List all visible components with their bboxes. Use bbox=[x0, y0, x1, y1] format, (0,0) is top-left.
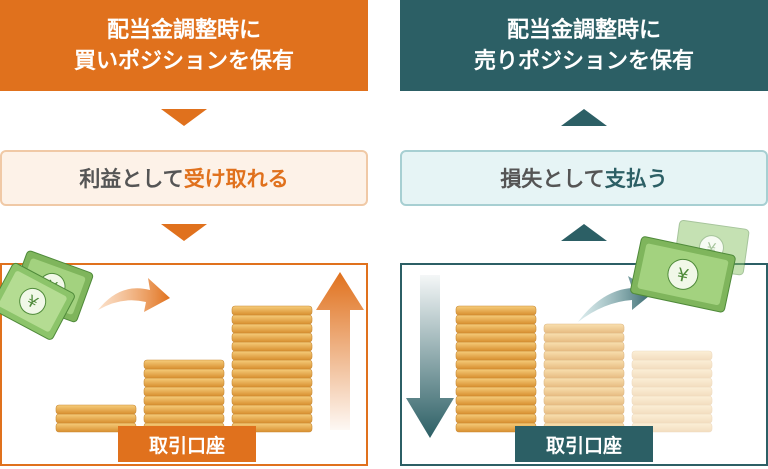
down-triangle-icon bbox=[161, 224, 207, 241]
coin-stack-icon bbox=[231, 305, 313, 433]
loss-highlight: 支払う bbox=[604, 167, 668, 191]
yen-banknote-icon: ¥ bbox=[630, 236, 736, 313]
sell-account-box bbox=[400, 263, 768, 466]
loss-result-banner: 損失として支払う bbox=[400, 150, 768, 206]
curved-arrow-icon bbox=[98, 278, 170, 312]
buy-position-header: 配当金調整時に 買いポジションを保有 bbox=[0, 0, 368, 91]
sell-header-line1: 配当金調整時に bbox=[506, 17, 661, 43]
coin-stack-icon bbox=[143, 359, 225, 433]
profit-highlight: 受け取れる bbox=[183, 167, 289, 191]
up-triangle-icon bbox=[561, 224, 607, 241]
loss-prefix: 損失として bbox=[500, 167, 605, 191]
svg-text:¥: ¥ bbox=[675, 264, 691, 287]
sell-header-line2: 売りポジションを保有 bbox=[473, 48, 694, 74]
coin-stack-icon bbox=[55, 404, 137, 433]
coin-stack-icon bbox=[455, 305, 537, 433]
sell-position-header: 配当金調整時に 売りポジションを保有 bbox=[400, 0, 768, 91]
buy-header-line1: 配当金調整時に bbox=[106, 17, 261, 43]
buy-trading-account-label: 取引口座 bbox=[118, 426, 256, 462]
profit-prefix: 利益として bbox=[79, 167, 184, 191]
buy-header-line2: 買いポジションを保有 bbox=[73, 48, 294, 74]
coin-stack-icon bbox=[631, 350, 713, 433]
svg-text:¥: ¥ bbox=[705, 239, 717, 258]
down-triangle-icon bbox=[161, 109, 207, 126]
yen-banknote-icon: ¥ bbox=[0, 262, 75, 340]
up-arrow-icon bbox=[316, 272, 364, 430]
down-arrow-icon bbox=[406, 275, 454, 438]
profit-result-banner: 利益として受け取れる bbox=[0, 150, 368, 206]
up-triangle-icon bbox=[561, 109, 607, 126]
sell-trading-account-label: 取引口座 bbox=[515, 426, 653, 462]
buy-account-box bbox=[0, 263, 368, 466]
coin-stack-icon bbox=[543, 323, 625, 433]
